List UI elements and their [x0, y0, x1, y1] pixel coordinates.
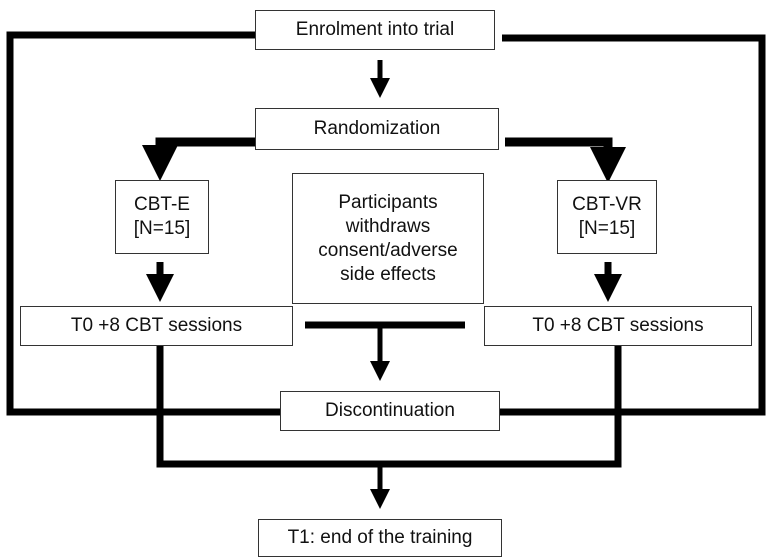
cbt-vr-box: CBT-VR [N=15]	[557, 180, 657, 254]
discontinuation-label: Discontinuation	[325, 400, 455, 421]
t0-right-label: T0 +8 CBT sessions	[532, 315, 704, 336]
randomization-box: Randomization	[255, 108, 499, 150]
t1-box: T1: end of the training	[258, 519, 502, 557]
arrow-randomization-to-cbt-e	[142, 137, 255, 181]
cbt-vr-label: CBT-VR [N=15]	[572, 194, 642, 239]
merge-right-line	[380, 346, 622, 468]
cbt-e-label: CBT-E [N=15]	[133, 194, 191, 239]
t0-left-box: T0 +8 CBT sessions	[20, 306, 293, 346]
merge-left-line	[156, 346, 380, 468]
t1-label: T1: end of the training	[287, 527, 473, 548]
outer-left-line	[6, 31, 280, 416]
participants-withdraw-label: Participants withdraws consent/adverse s…	[318, 191, 458, 285]
participants-withdraw-box: Participants withdraws consent/adverse s…	[292, 173, 484, 304]
t0-right-box: T0 +8 CBT sessions	[484, 306, 752, 346]
cbt-e-box: CBT-E [N=15]	[115, 180, 209, 254]
outer-right-line	[500, 34, 766, 416]
t0-left-label: T0 +8 CBT sessions	[70, 315, 243, 336]
discontinuation-box: Discontinuation	[280, 391, 500, 431]
enrolment-box: Enrolment into trial	[255, 10, 495, 50]
enrolment-label: Enrolment into trial	[295, 19, 455, 40]
randomization-label: Randomization	[313, 118, 441, 139]
arrow-randomization-to-cbt-vr	[505, 137, 626, 183]
